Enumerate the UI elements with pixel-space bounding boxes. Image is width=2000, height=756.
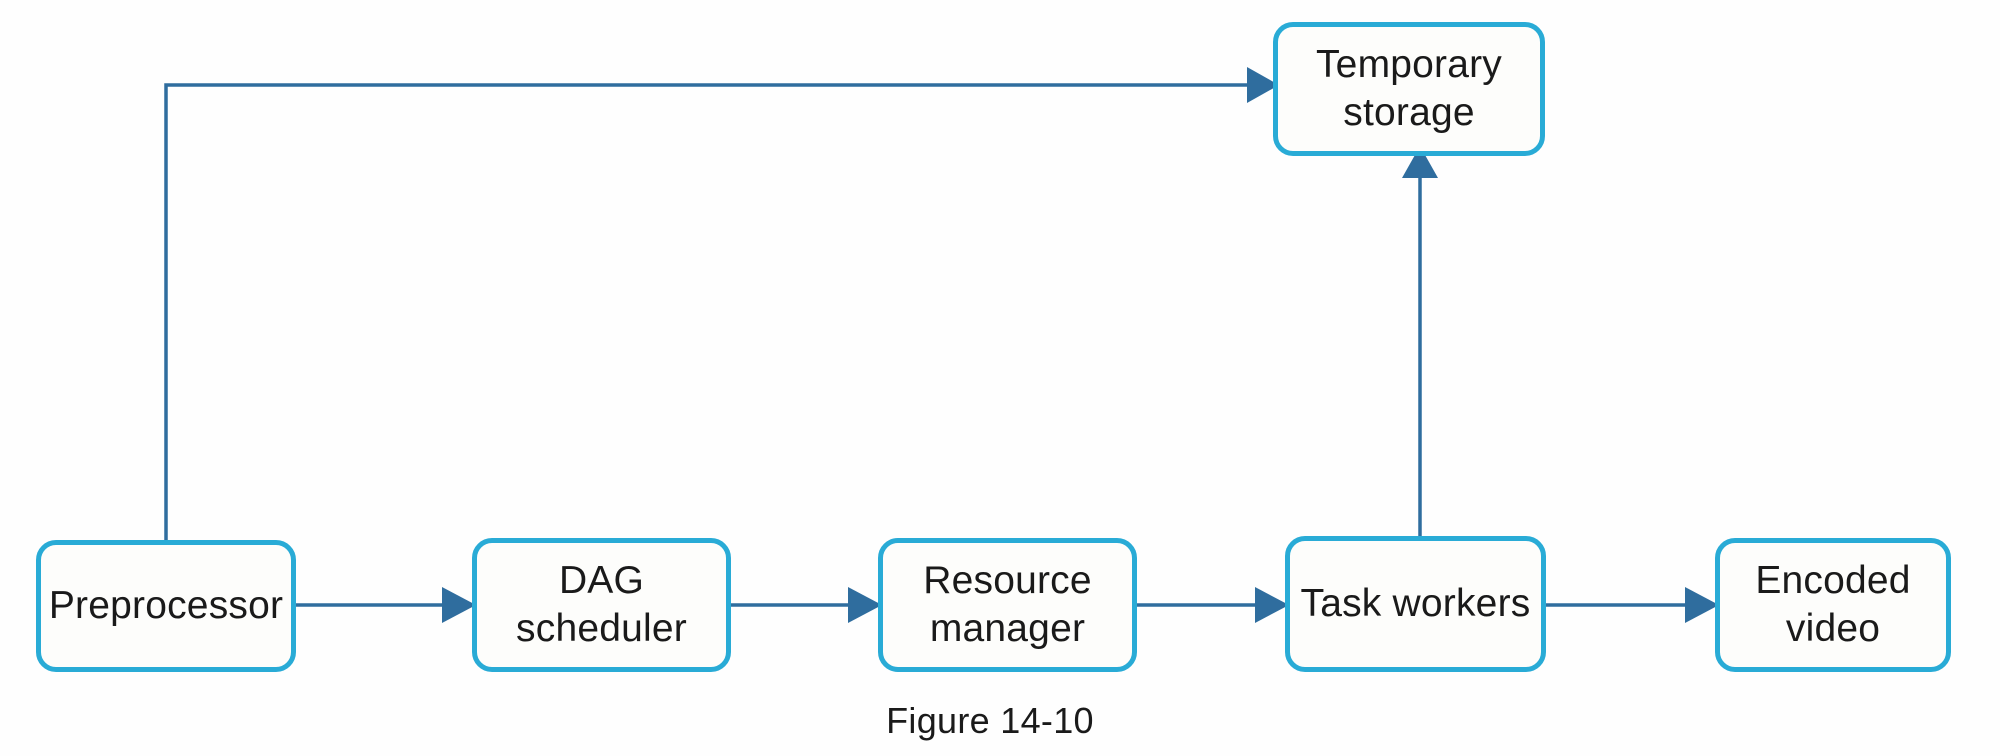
figure-caption: Figure 14-10 bbox=[0, 700, 2000, 742]
edge-preprocessor-to-dag-scheduler bbox=[296, 587, 476, 623]
edge-task-workers-to-encoded-video bbox=[1546, 587, 1719, 623]
node-label: Encoded video bbox=[1755, 559, 1911, 650]
edge-dag-scheduler-to-resource-manager bbox=[731, 587, 882, 623]
node-resource-manager[interactable]: Resource manager bbox=[878, 538, 1137, 672]
node-task-workers[interactable]: Task workers bbox=[1285, 536, 1546, 672]
node-preprocessor[interactable]: Preprocessor bbox=[36, 540, 296, 672]
edge-preprocessor-to-temporary-storage bbox=[164, 67, 1279, 540]
edge-resource-manager-to-task-workers bbox=[1137, 587, 1289, 623]
node-label: DAG scheduler bbox=[516, 559, 687, 650]
node-dag-scheduler[interactable]: DAG scheduler bbox=[472, 538, 731, 672]
node-label: Resource manager bbox=[923, 559, 1092, 650]
node-label: Temporary storage bbox=[1315, 43, 1503, 134]
node-label: Task workers bbox=[1300, 582, 1531, 626]
figure-caption-text: Figure 14-10 bbox=[886, 700, 1094, 741]
node-temporary-storage[interactable]: Temporary storage bbox=[1273, 22, 1545, 156]
node-label: Preprocessor bbox=[48, 584, 284, 628]
node-encoded-video[interactable]: Encoded video bbox=[1715, 538, 1951, 672]
edge-task-workers-to-temporary-storage bbox=[1402, 146, 1438, 536]
